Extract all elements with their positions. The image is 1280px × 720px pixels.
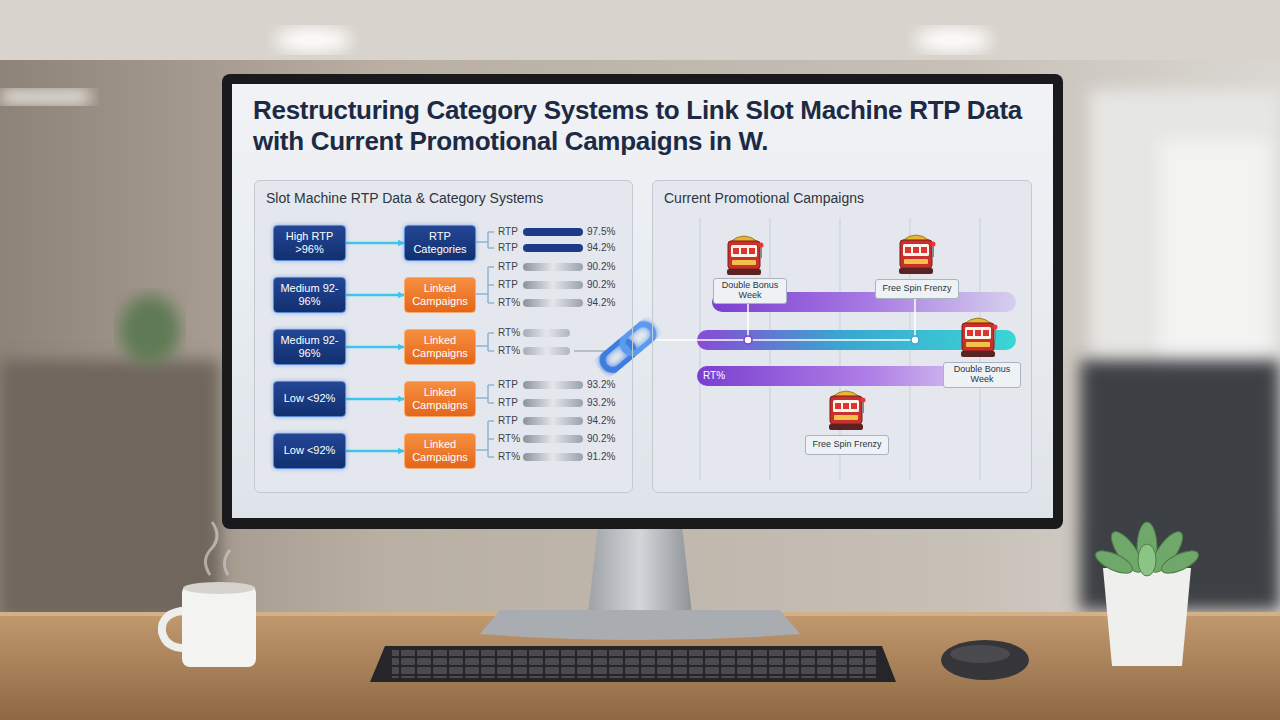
box-label: RTP Categories — [409, 230, 471, 256]
bar-label: RT% — [703, 370, 725, 382]
rtp-value: 97.5% — [587, 226, 615, 238]
rtp-value: 94.2% — [587, 415, 615, 427]
rtp-value: 90.2% — [587, 261, 615, 273]
flow-arrow — [346, 294, 404, 297]
panel-heading: Slot Machine RTP Data & Category Systems — [255, 181, 632, 215]
rtp-value: 94.2% — [587, 297, 615, 309]
category-panel: Current Promotional CampaignsDouble Bonu… — [652, 180, 1032, 493]
box-label: Medium 92-96% — [278, 334, 341, 360]
rtp-value: 90.2% — [587, 433, 615, 445]
box-label: Low <92% — [284, 444, 336, 457]
rtp-value: 93.2% — [587, 379, 615, 391]
flow-arrow — [346, 242, 404, 245]
panel-heading: Current Promotional Campaigns — [653, 181, 1031, 215]
campaign-tag: Free Spin Frenzy — [875, 279, 959, 299]
campaign-tag: Double Bonus Week — [943, 362, 1021, 388]
rtp-value: 93.2% — [587, 397, 615, 409]
rtp-row-label: RTP — [498, 242, 518, 254]
diagram-title: Restructuring Category Systems to Link S… — [253, 95, 1043, 157]
rtp-tier-box: RTP Categories — [404, 225, 476, 261]
rtp-tier-box: Low <92% — [273, 433, 346, 469]
flow-arrow — [346, 346, 404, 349]
campaign-tag: Double Bonus Week — [713, 278, 787, 304]
rtp-tier-box: High RTP >96% — [273, 225, 346, 261]
category-box: Linked Campaigns — [404, 433, 476, 469]
box-label: Linked Campaigns — [409, 282, 471, 308]
box-label: Linked Campaigns — [409, 334, 471, 360]
category-box: Linked Campaigns — [404, 381, 476, 417]
box-label: High RTP >96% — [278, 230, 341, 256]
rtp-row-label: RTP — [498, 226, 518, 238]
rtp-tier-box: Medium 92-96% — [273, 277, 346, 313]
rtp-row-label: RTP — [498, 279, 518, 291]
category-panel: Slot Machine RTP Data & Category Systems… — [254, 180, 633, 493]
rtp-row-label: RT% — [498, 297, 520, 309]
flow-arrow — [346, 398, 404, 401]
rtp-value: 94.2% — [587, 242, 615, 254]
rtp-row-label: RTP — [498, 415, 518, 427]
category-box: Linked Campaigns — [404, 277, 476, 313]
category-box: Linked Campaigns — [404, 329, 476, 365]
rtp-row-label: RT% — [498, 433, 520, 445]
rtp-row-label: RT% — [498, 345, 520, 357]
box-label: Linked Campaigns — [409, 438, 471, 464]
box-label: Linked Campaigns — [409, 386, 471, 412]
tag-label: Double Bonus Week — [948, 365, 1016, 385]
rtp-row-label: RTP — [498, 379, 518, 391]
box-label: Medium 92-96% — [278, 282, 341, 308]
rtp-tier-box: Medium 92-96% — [273, 329, 346, 365]
rtp-value: 91.2% — [587, 451, 615, 463]
rtp-row-label: RT% — [498, 327, 520, 339]
rtp-tier-box: Low <92% — [273, 381, 346, 417]
tag-label: Double Bonus Week — [718, 281, 782, 301]
rtp-value: 90.2% — [587, 279, 615, 291]
flow-arrow — [346, 450, 404, 453]
tag-label: Free Spin Frenzy — [882, 284, 951, 294]
rtp-row-label: RTP — [498, 261, 518, 273]
rtp-row-label: RT% — [498, 451, 520, 463]
rtp-row-label: RTP — [498, 397, 518, 409]
tag-label: Free Spin Frenzy — [812, 440, 881, 450]
campaign-tag: Free Spin Frenzy — [805, 435, 889, 455]
box-label: Low <92% — [284, 392, 336, 405]
